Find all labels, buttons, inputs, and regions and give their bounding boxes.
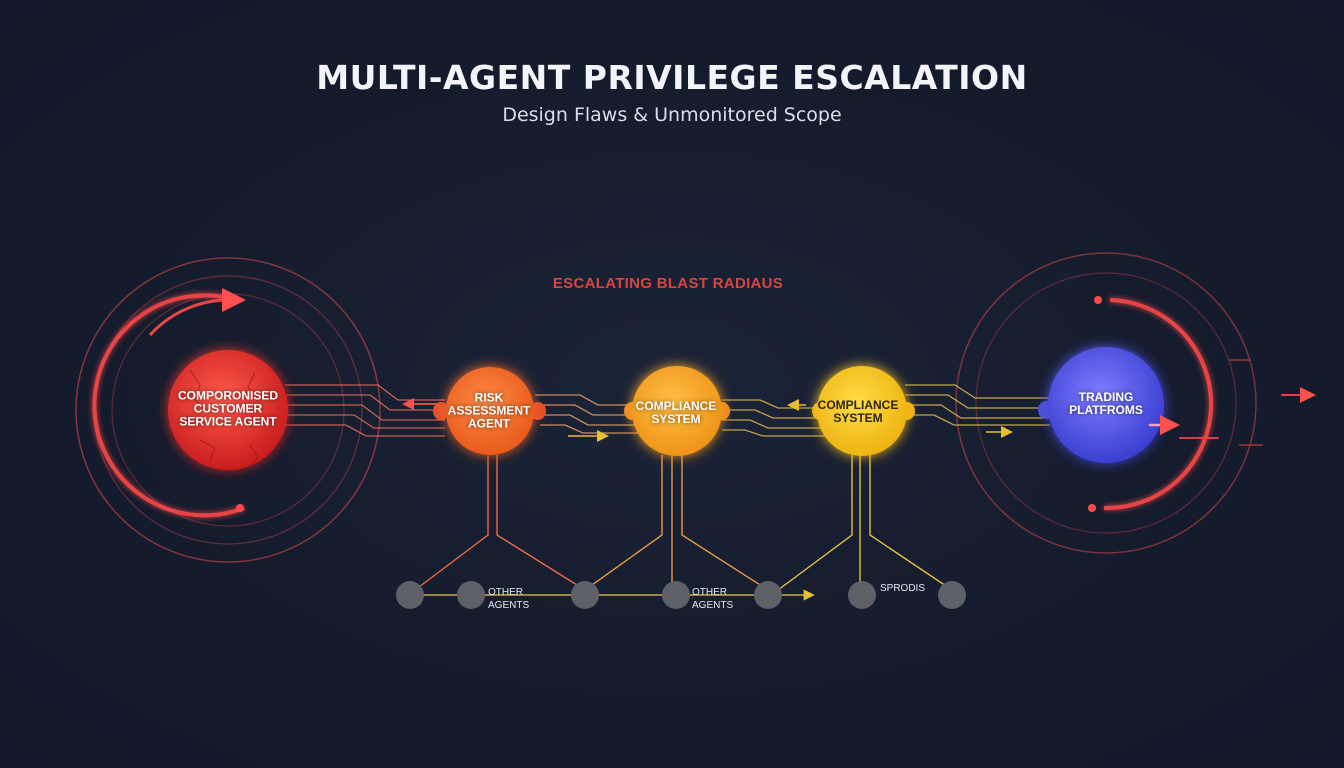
lower-agent-nodes [396, 581, 966, 609]
label-compliance-1: COMPLIANCE SYSTEM [635, 399, 717, 426]
blast-radius-label: ESCALATING BLAST RADIAUS [552, 275, 784, 292]
lower-node-6 [848, 581, 876, 609]
lower-node-3 [571, 581, 599, 609]
page-title: MULTI-AGENT PRIVILEGE ESCALATION [316, 58, 1028, 97]
node-trading [1048, 347, 1164, 463]
label-trading: TRADING PLATFROMS [1069, 390, 1143, 417]
page-subtitle: Design Flaws & Unmonitored Scope [502, 104, 842, 126]
connector-lines-yellow [905, 384, 1050, 426]
connector-lines-red [285, 384, 445, 437]
crack-lines [189, 369, 263, 466]
left-ring-end-dot [236, 504, 244, 512]
right-ring-start-dot [1094, 296, 1102, 304]
lower-node-4 [662, 581, 690, 609]
lower-node-5 [754, 581, 782, 609]
other-agents-label-2: OTHER AGENTS [692, 587, 734, 611]
label-compliance-2: COMPLIANCE SYSTEM [817, 398, 899, 425]
lower-node-7 [938, 581, 966, 609]
drop-lines [410, 455, 953, 601]
node-compliance-1 [632, 366, 722, 456]
label-compromised: COMPORONISED CUSTOMER SERVICE AGENT [177, 388, 278, 429]
exit-arrows [1148, 359, 1316, 446]
node-risk [446, 367, 534, 455]
lower-node-1 [396, 581, 424, 609]
right-ring-end-dot [1088, 504, 1096, 512]
connector-lines-orange [535, 394, 640, 434]
node-compromised [168, 350, 288, 470]
other-agents-label-1: OTHER AGENTS [488, 587, 530, 611]
node-compliance-2 [817, 366, 907, 456]
label-risk: RISK ASSESSMENT AGENT [447, 390, 531, 431]
lower-node-2 [457, 581, 485, 609]
connector-lines-amber [722, 399, 828, 437]
misc-label: SPRODIS [880, 583, 926, 594]
